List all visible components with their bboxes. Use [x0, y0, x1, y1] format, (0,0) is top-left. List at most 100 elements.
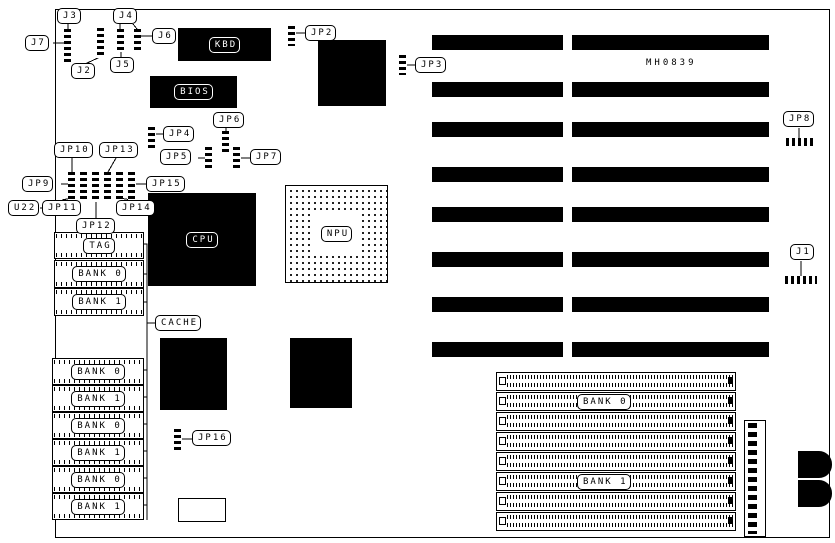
cache-bank-label: BANK 1	[72, 294, 126, 310]
label-j4: J4	[113, 8, 137, 24]
simm-slot	[496, 432, 736, 451]
simm-bank0-label: BANK 0	[577, 394, 631, 410]
label-jp6: JP6	[213, 112, 245, 128]
dram-bank-socket: BANK 0	[52, 466, 144, 493]
npu-socket-center: NPU	[312, 213, 361, 255]
label-jp11: JP11	[42, 200, 81, 216]
jumper-pins-jp7	[233, 147, 240, 171]
cpu-chip: CPU	[148, 193, 256, 286]
jumper-block-pins	[68, 172, 75, 202]
jumper-pins-jp16	[174, 429, 181, 451]
label-j6: J6	[152, 28, 176, 44]
part-number: MH0839	[646, 58, 697, 68]
label-jp10: JP10	[54, 142, 93, 158]
simm-slot	[496, 492, 736, 511]
label-jp12: JP12	[76, 218, 115, 234]
dram-bank-label: BANK 0	[71, 363, 125, 380]
kbd-chip: KBD	[178, 28, 271, 61]
logic-chip-2	[290, 338, 352, 408]
jumper-block-pins	[116, 172, 123, 202]
tag-socket-label: TAG	[83, 237, 115, 254]
simm-slot	[496, 412, 736, 431]
power-connector	[744, 420, 766, 537]
jumper-block-pins	[104, 172, 111, 202]
label-jp8: JP8	[783, 111, 815, 127]
isa-slot-segment	[432, 297, 563, 312]
isa-slot-segment	[572, 122, 769, 137]
simm-bank1-label: BANK 1	[577, 474, 631, 490]
label-jp14: JP14	[116, 200, 155, 216]
jumper-pins-j5	[117, 29, 124, 52]
isa-slot-segment	[572, 167, 769, 182]
dram-bank-socket: BANK 1	[52, 439, 144, 466]
label-jp5: JP5	[160, 149, 192, 165]
cache-bank-socket: BANK 1	[54, 288, 144, 316]
label-jp16: JP16	[192, 430, 231, 446]
dip-component-outline	[178, 498, 226, 522]
simm-slot	[496, 512, 736, 531]
bios-chip-label: BIOS	[174, 84, 213, 100]
jumper-pins-j2	[97, 28, 104, 58]
label-j7: J7	[25, 35, 49, 51]
dram-bank-label: BANK 1	[71, 498, 125, 515]
label-j3: J3	[57, 8, 81, 24]
jumper-pins-j3-j7	[64, 29, 71, 62]
dram-bank-socket: BANK 0	[52, 358, 144, 385]
simm-slot	[496, 452, 736, 471]
label-cache: CACHE	[155, 315, 202, 331]
jumper-pins-j6	[134, 29, 141, 52]
isa-slot-segment	[572, 342, 769, 357]
keyboard-din-connector-top	[798, 451, 832, 478]
isa-slot-segment	[572, 35, 769, 50]
dram-bank-socket: BANK 0	[52, 412, 144, 439]
isa-slot-segment	[432, 35, 563, 50]
logic-chip-1	[160, 338, 227, 410]
npu-label: NPU	[320, 226, 353, 242]
isa-slot-segment	[432, 167, 563, 182]
npu-socket: NPU	[285, 185, 388, 283]
tag-socket: TAG	[54, 232, 144, 259]
dram-bank-label: BANK 0	[71, 471, 125, 488]
jumper-pins-jp5	[205, 147, 212, 171]
simm-slot	[496, 372, 736, 391]
label-jp7: JP7	[250, 149, 282, 165]
isa-slot-segment	[572, 207, 769, 222]
isa-slot-segment	[572, 82, 769, 97]
keyboard-din-connector-bottom	[798, 480, 832, 507]
isa-slot-segment	[432, 252, 563, 267]
bios-chip: BIOS	[150, 76, 237, 108]
label-u22: U22	[8, 200, 40, 216]
label-jp9: JP9	[22, 176, 54, 192]
jumper-pins-jp2	[288, 26, 295, 46]
label-jp13: JP13	[99, 142, 138, 158]
label-j5: J5	[110, 57, 134, 73]
isa-slot-segment	[572, 252, 769, 267]
jumper-block-pins	[80, 172, 87, 202]
jumper-pins-jp8	[786, 138, 814, 146]
jumper-pins-j1	[785, 276, 817, 284]
isa-slot-segment	[432, 342, 563, 357]
label-j2: J2	[71, 63, 95, 79]
io-controller-chip	[318, 40, 386, 106]
isa-slot-segment	[432, 207, 563, 222]
jumper-block-pins	[92, 172, 99, 202]
label-jp3: JP3	[415, 57, 447, 73]
dram-bank-label: BANK 1	[71, 444, 125, 461]
dram-bank-label: BANK 1	[71, 390, 125, 407]
jumper-pins-jp3	[399, 55, 406, 75]
jumper-pins-jp4	[148, 127, 155, 149]
dram-bank-socket: BANK 1	[52, 493, 144, 520]
cache-bank-label: BANK 0	[72, 266, 126, 282]
cache-bank-socket: BANK 0	[54, 260, 144, 288]
dram-bank-label: BANK 0	[71, 417, 125, 434]
label-jp15: JP15	[146, 176, 185, 192]
label-jp2: JP2	[305, 25, 337, 41]
isa-slot-segment	[432, 82, 563, 97]
jumper-pins-jp6	[222, 131, 229, 153]
jumper-block-pins	[128, 172, 135, 202]
label-jp4: JP4	[163, 126, 195, 142]
isa-slot-segment	[572, 297, 769, 312]
cpu-chip-label: CPU	[186, 231, 218, 248]
dram-bank-socket: BANK 1	[52, 385, 144, 412]
